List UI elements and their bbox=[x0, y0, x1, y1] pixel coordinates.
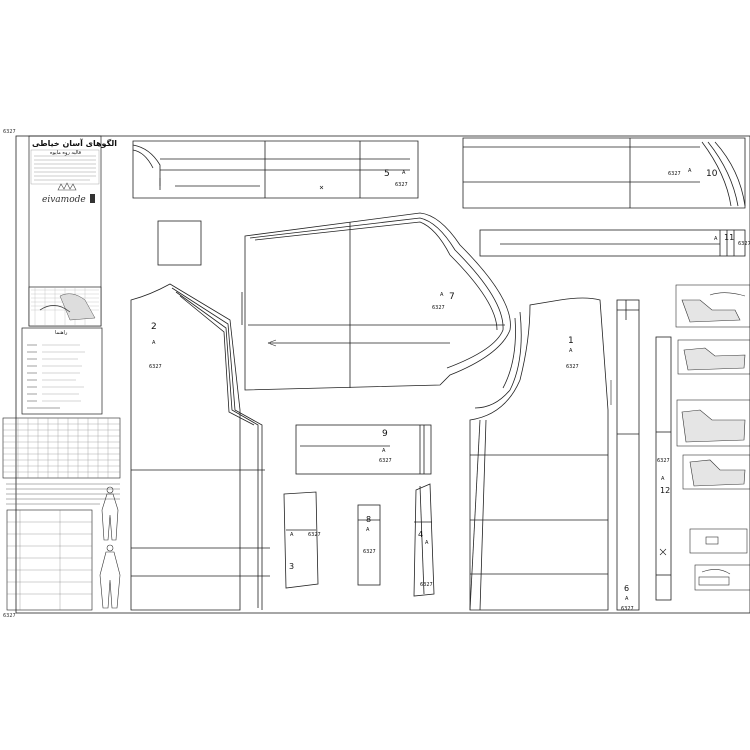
piece-12-number: 12 bbox=[660, 486, 671, 495]
piece-7-code: 6327 bbox=[432, 305, 445, 311]
crown-icon bbox=[57, 182, 77, 191]
piece-12-code: 6327 bbox=[657, 458, 670, 464]
piece-6-number: 6 bbox=[624, 584, 630, 593]
piece-8-letter: A bbox=[366, 527, 370, 533]
brand-name: eivamode bbox=[42, 195, 86, 205]
pattern-piece-5 bbox=[132, 140, 419, 199]
pattern-piece-4 bbox=[413, 483, 435, 597]
piece-8-number: 8 bbox=[366, 515, 372, 524]
instruction-step-4 bbox=[682, 454, 750, 490]
pattern-piece-6 bbox=[616, 299, 640, 611]
piece-11-letter: A bbox=[714, 236, 718, 242]
piece-10-letter: A bbox=[688, 168, 692, 174]
piece-4-letter: A bbox=[425, 540, 429, 546]
piece-3-code: 6327 bbox=[308, 532, 321, 538]
measurement-table bbox=[6, 509, 93, 611]
piece-5-letter: A bbox=[402, 170, 406, 176]
legend-title: راهنما bbox=[55, 330, 68, 336]
piece-2-number: 2 bbox=[151, 322, 157, 332]
piece-4-code: 6327 bbox=[420, 582, 433, 588]
piece-6-letter: A bbox=[625, 596, 629, 602]
piece-4-number: 4 bbox=[418, 530, 424, 539]
brand-logo-mark bbox=[90, 194, 95, 203]
info-title: الگوهای آسان خیاطی bbox=[32, 139, 117, 148]
instruction-step-5 bbox=[689, 528, 748, 554]
pattern-piece-9 bbox=[295, 424, 432, 475]
pattern-piece-2 bbox=[130, 283, 270, 611]
piece-3-number: 3 bbox=[289, 562, 295, 571]
piece-11-code: 6327 bbox=[738, 241, 750, 247]
instruction-diagrams bbox=[675, 284, 750, 591]
body-figure-drawing bbox=[99, 486, 121, 609]
piece-1-code: 6327 bbox=[566, 364, 579, 370]
piece-5-code: 6327 bbox=[395, 182, 408, 188]
sheet-code-top: 6327 bbox=[3, 129, 16, 135]
piece-9-code: 6327 bbox=[379, 458, 392, 464]
piece-1-letter: A bbox=[569, 348, 573, 354]
piece-5-number: 5 bbox=[384, 169, 390, 179]
instruction-step-3 bbox=[676, 399, 750, 447]
piece-11-number: 11 bbox=[724, 233, 735, 242]
pattern-piece-3 bbox=[283, 491, 319, 589]
piece-2-code: 6327 bbox=[149, 364, 162, 370]
instruction-step-6 bbox=[694, 564, 750, 591]
cut-mark-x bbox=[319, 185, 324, 190]
piece-7-number: 7 bbox=[449, 292, 455, 302]
sheet-code-bottom: 6327 bbox=[3, 613, 16, 619]
piece-12-letter: A bbox=[661, 476, 665, 482]
notes-paragraph bbox=[6, 483, 120, 505]
sheet-frame bbox=[15, 135, 750, 614]
pattern-piece-7 bbox=[241, 212, 511, 391]
legend-box bbox=[21, 327, 103, 415]
piece-1-number: 1 bbox=[568, 336, 574, 346]
piece-7-letter: A bbox=[440, 292, 444, 298]
pattern-piece-1 bbox=[469, 297, 609, 611]
pattern-piece-12 bbox=[655, 336, 672, 601]
info-panel bbox=[2, 135, 121, 611]
piece-9-letter: A bbox=[382, 448, 386, 454]
pattern-piece-11 bbox=[479, 229, 746, 257]
instruction-step-1 bbox=[675, 284, 750, 328]
piece-8-code: 6327 bbox=[363, 549, 376, 555]
info-subtitle: قالیه روه مایوه bbox=[50, 150, 82, 156]
piece-6-code: 6327 bbox=[621, 606, 634, 612]
instruction-step-2 bbox=[677, 339, 750, 375]
piece-3-letter: A bbox=[290, 532, 294, 538]
calibration-square bbox=[157, 220, 202, 266]
piece-10-number: 10 bbox=[706, 169, 718, 179]
pattern-piece-8 bbox=[357, 504, 381, 586]
piece-10-code: 6327 bbox=[668, 171, 681, 177]
size-table bbox=[2, 417, 121, 479]
piece-2-letter: A bbox=[152, 340, 156, 346]
cut-mark-x-2 bbox=[659, 548, 667, 556]
pattern-piece-10 bbox=[462, 137, 746, 209]
grainline-arrows bbox=[159, 178, 612, 405]
piece-9-number: 9 bbox=[382, 429, 388, 439]
instruction-photo bbox=[28, 286, 102, 327]
